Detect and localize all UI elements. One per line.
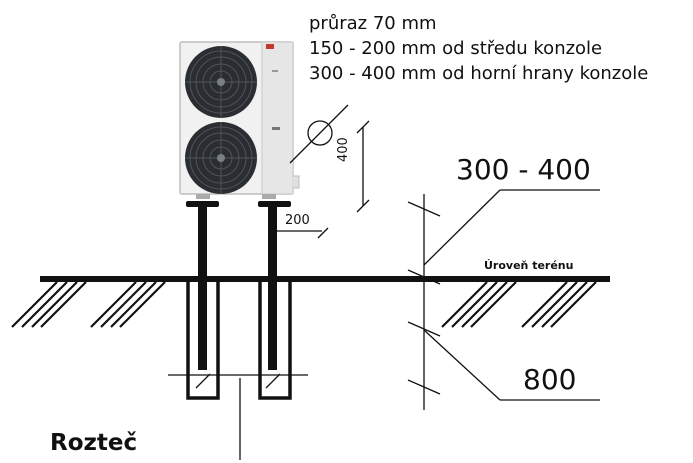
ground-level-label: Úroveň terénu — [484, 259, 574, 272]
heat-pump-unit — [179, 41, 300, 199]
note-center-offset: 150 - 200 mm od středu konzole — [309, 38, 603, 59]
dimension-depth-label: 800 — [523, 363, 577, 396]
dimension-spacing-label: 200 — [285, 213, 310, 228]
foundation-holes — [186, 279, 292, 400]
ground-line — [40, 276, 610, 282]
dimension-height-label: 400 — [336, 137, 351, 162]
diameter-symbol-icon — [289, 104, 349, 164]
height-dimension-line — [356, 120, 370, 213]
note-top-edge-offset: 300 - 400 mm od horní hrany konzole — [309, 63, 649, 84]
upper-fan-icon — [185, 46, 257, 118]
spacing-reference — [168, 373, 308, 460]
offset-dimension-line — [276, 227, 329, 239]
diagram-title: Rozteč — [50, 430, 138, 456]
lower-fan-icon — [185, 122, 257, 194]
note-penetration-diameter: průraz 70 mm — [309, 13, 437, 34]
bracket-posts — [186, 201, 291, 370]
depth-dimension-line — [407, 189, 600, 410]
dimension-top-range-label: 300 - 400 — [456, 153, 591, 186]
ground-hatching — [11, 281, 597, 328]
